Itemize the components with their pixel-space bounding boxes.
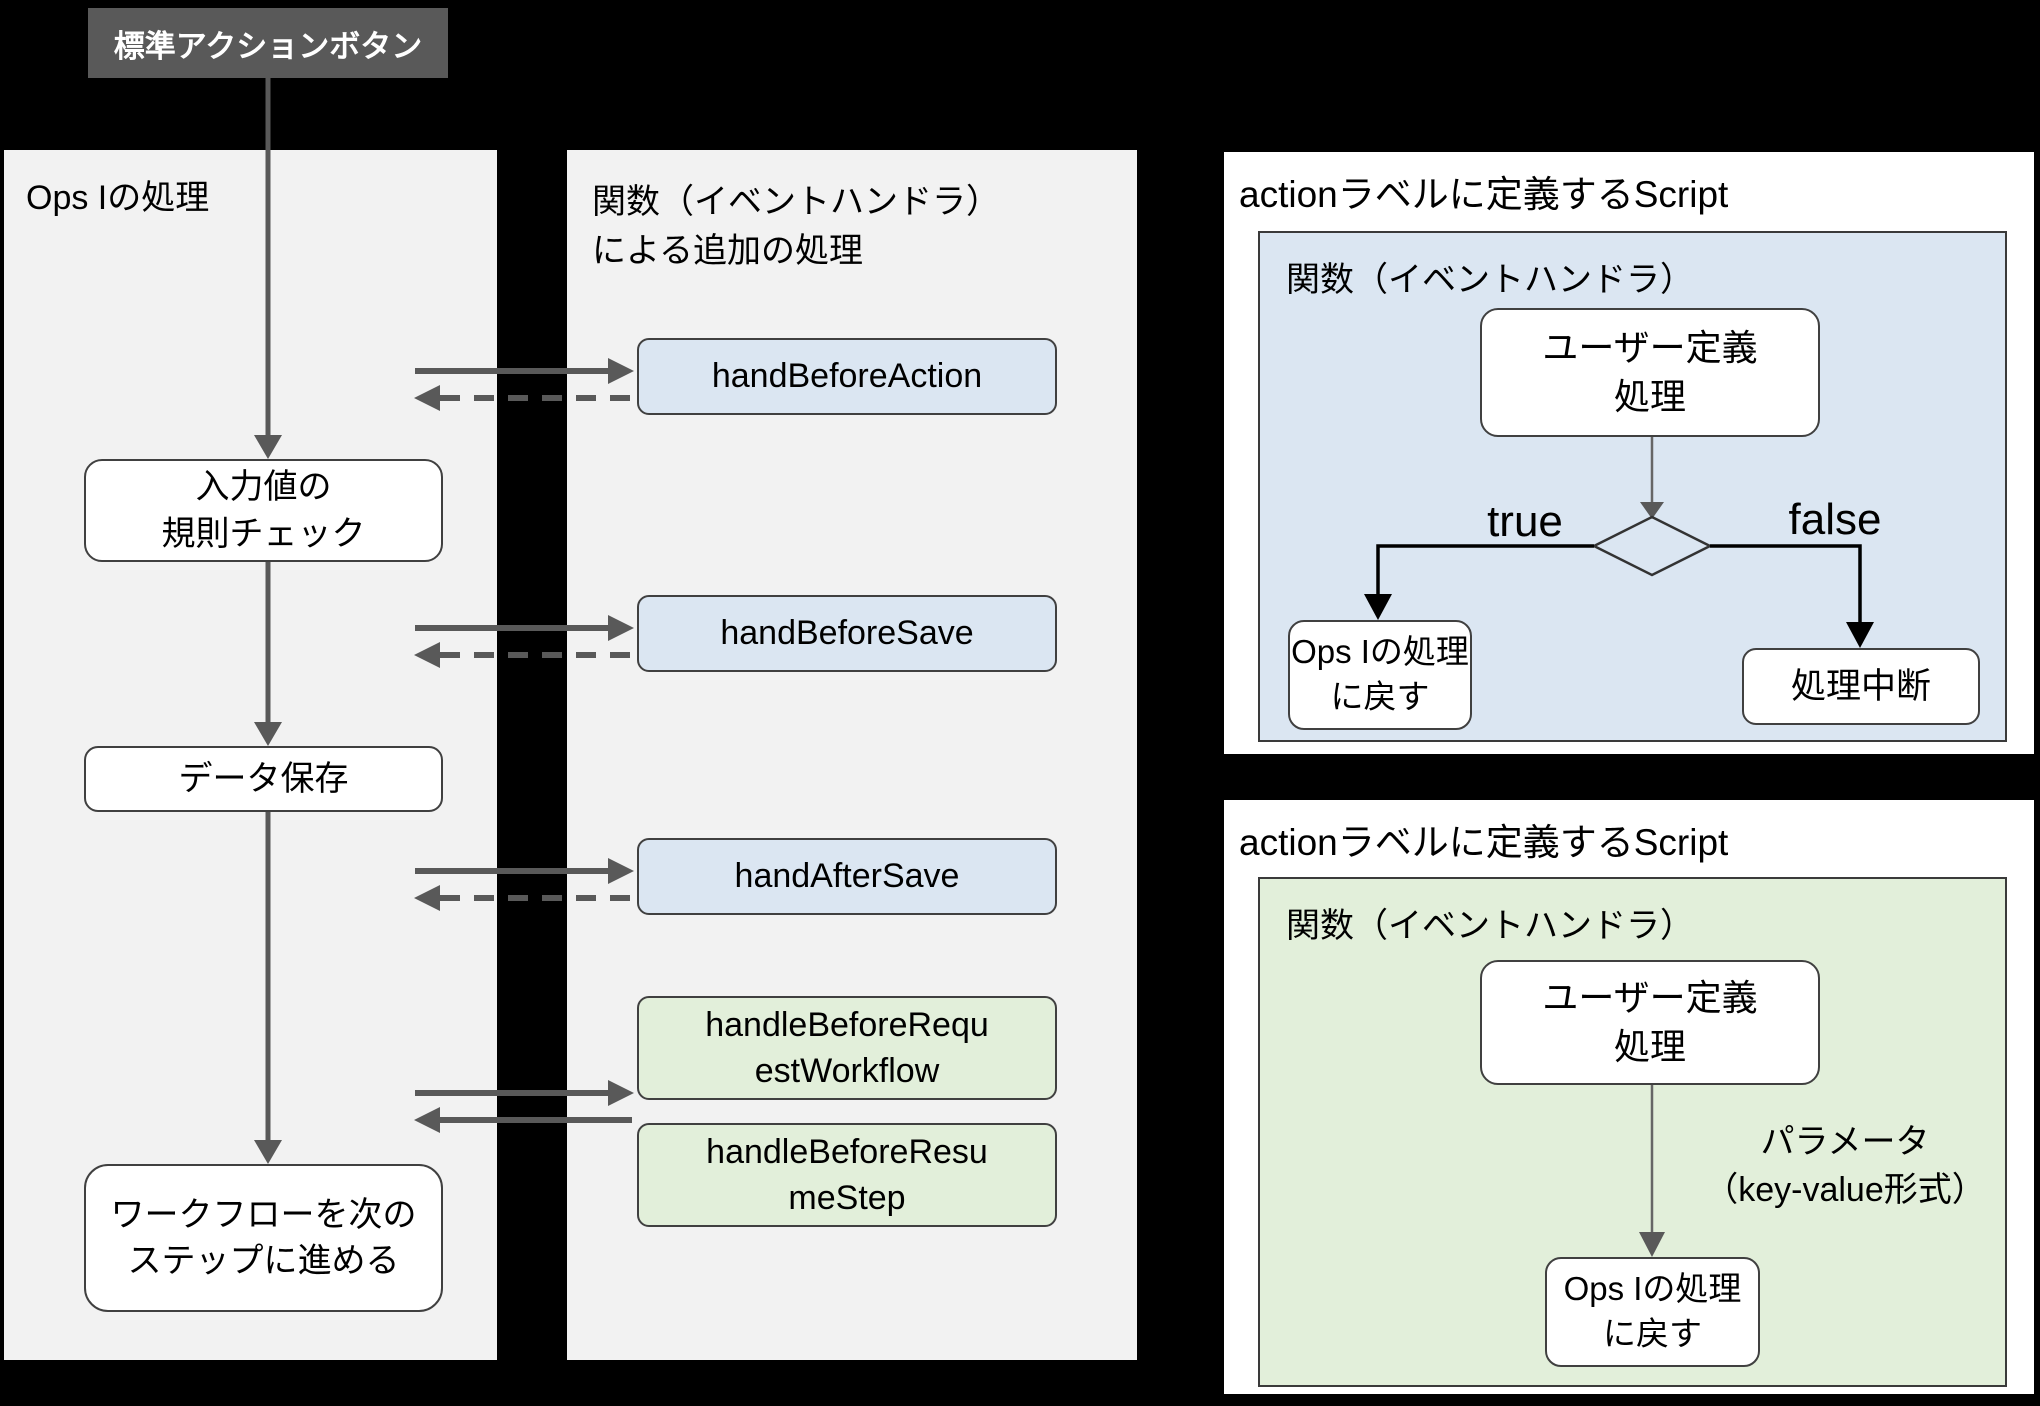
step-data-save: データ保存 <box>84 746 443 812</box>
handler-handBeforeSave: handBeforeSave <box>637 595 1057 672</box>
handler-label: handleBeforeResu <box>706 1132 988 1171</box>
parameter-edge-label-line: （key-value形式） <box>1704 1171 1986 1210</box>
true-branch-label: true <box>1487 497 1563 546</box>
return-to-opsi-node-top: Ops Iの処理 に戻す <box>1288 620 1472 730</box>
middle-lane-title-line: 関数（イベントハンドラ） <box>592 183 1000 221</box>
return-to-opsi-node-bottom: Ops Iの処理 に戻す <box>1545 1257 1760 1367</box>
handler-handleBeforeRequestWorkflow: handleBeforeRequ estWorkflow <box>637 996 1057 1100</box>
step-line: 入力値の <box>195 468 332 507</box>
handler-label: handBeforeAction <box>711 357 983 396</box>
middle-lane-title: 関数（イベントハンドラ） による追加の処理 <box>592 178 1000 277</box>
user-defined-process-node-bottom: ユーザー定義 処理 <box>1480 960 1820 1085</box>
node-line: に戻す <box>1330 678 1430 715</box>
right-top-panel-title: actionラベルに定義するScript <box>1239 174 1729 215</box>
parameter-edge-label-line: パラメータ <box>1760 1123 1930 1161</box>
node-line: ユーザー定義 <box>1542 976 1758 1018</box>
handler-label: handleBeforeRequ <box>705 1005 989 1044</box>
node-line: 処理中断 <box>1790 666 1931 706</box>
middle-lane-title-line: による追加の処理 <box>592 232 863 271</box>
false-branch-label: false <box>1788 495 1882 544</box>
right-bottom-subpanel-title: 関数（イベントハンドラ） <box>1286 907 1694 945</box>
step-input-validation: 入力値の 規則チェック <box>84 459 443 562</box>
abort-process-node: 処理中断 <box>1742 648 1980 725</box>
parameter-edge-label: パラメータ （key-value形式） <box>1680 1118 2010 1215</box>
step-line: ステップに進める <box>127 1242 400 1280</box>
node-line: 処理 <box>1613 1025 1686 1067</box>
node-line: に戻す <box>1603 1315 1702 1352</box>
handler-label: estWorkflow <box>754 1052 940 1090</box>
node-line: 処理 <box>1613 375 1686 417</box>
step-line: データ保存 <box>178 759 349 798</box>
left-lane-title: Ops Iの処理 <box>26 179 210 217</box>
node-line: Ops Iの処理 <box>1563 1270 1742 1308</box>
handler-handAfterSave: handAfterSave <box>637 838 1057 915</box>
standard-action-button: 標準アクションボタン <box>88 8 448 78</box>
right-bottom-panel-title: actionラベルに定義するScript <box>1239 822 1729 863</box>
node-line: Ops Iの処理 <box>1291 633 1469 671</box>
user-defined-process-node-top: ユーザー定義 処理 <box>1480 308 1820 437</box>
step-advance-workflow: ワークフローを次の ステップに進める <box>84 1164 443 1312</box>
step-line: ワークフローを次の <box>110 1195 417 1234</box>
step-line: 規則チェック <box>161 514 366 553</box>
handler-handleBeforeResumeStep: handleBeforeResu meStep <box>637 1123 1057 1227</box>
node-line: ユーザー定義 <box>1542 326 1758 368</box>
right-top-subpanel-title: 関数（イベントハンドラ） <box>1286 261 1694 299</box>
handler-label: meStep <box>788 1179 906 1217</box>
handler-handBeforeAction: handBeforeAction <box>637 338 1057 415</box>
handler-label: handBeforeSave <box>720 614 974 653</box>
handler-label: handAfterSave <box>734 857 960 896</box>
